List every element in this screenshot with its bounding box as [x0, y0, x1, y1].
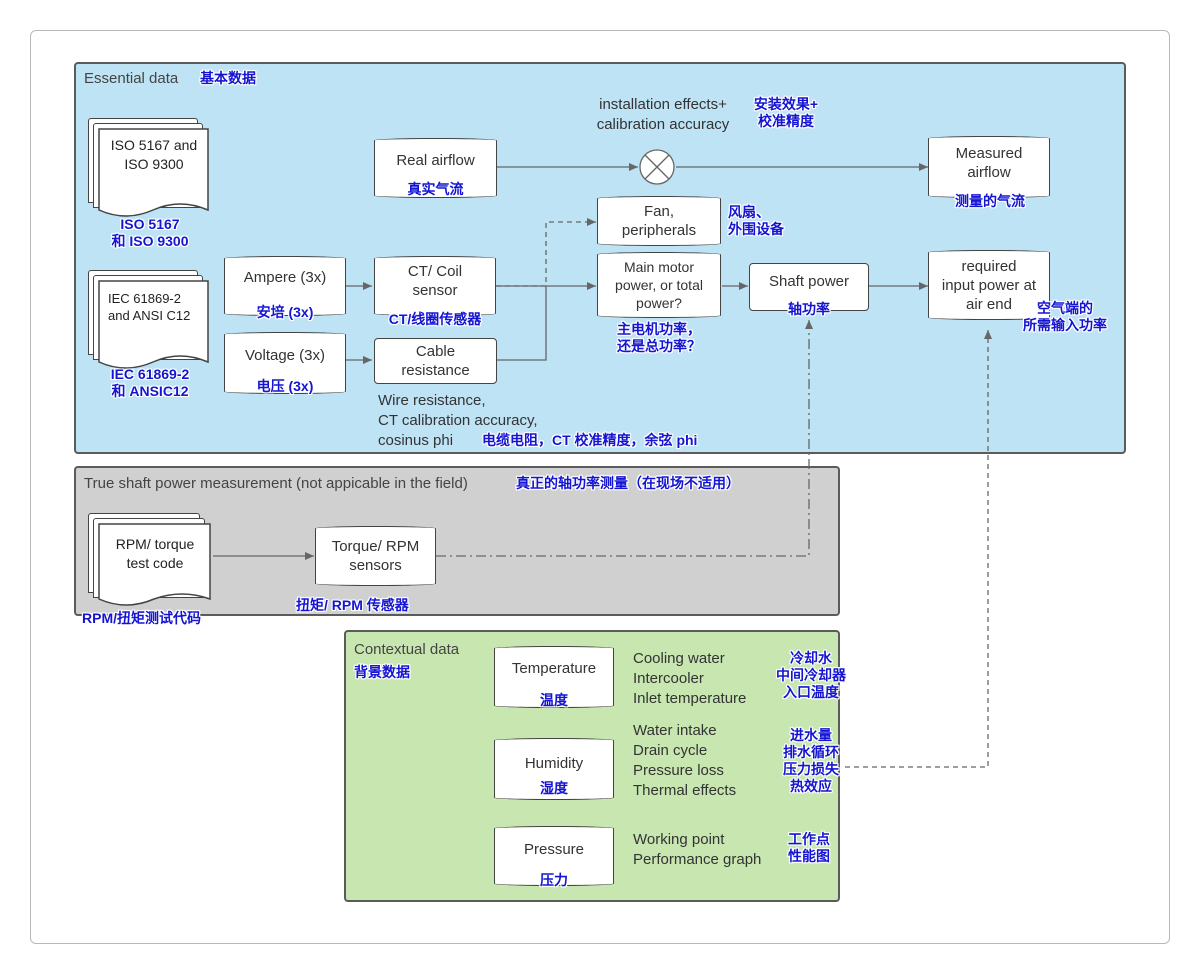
installation-note-cn: 安装效果+ 校准精度 — [753, 96, 819, 129]
temperature-cn: 温度 — [540, 692, 568, 708]
humidity-node: Humidity — [494, 738, 614, 800]
essential-title: Essential data — [84, 70, 179, 87]
temperature-items: Cooling water Intercooler Inlet temperat… — [633, 650, 747, 707]
context-panel-title-cn: 背景数据 — [354, 664, 410, 680]
shaft-power-node: Shaft power — [749, 263, 869, 311]
ampere-node: Ampere (3x) — [224, 256, 346, 316]
measured-airflow-cn: 测量的气流 — [955, 193, 1025, 209]
measured-airflow-node: Measured airflow — [928, 136, 1050, 198]
main-motor-cn: 主电机功率， 还是总功率？ — [617, 321, 701, 354]
iso-document-cn: ISO 5167 和 ISO 9300 — [111, 216, 189, 249]
torque-rpm-sensors-node: Torque/ RPM sensors — [315, 526, 436, 586]
fan-peripherals-cn: 风扇、 外围设备 — [728, 204, 784, 237]
pressure-items: Working point Performance graph — [633, 831, 762, 868]
iso-document-text: ISO 5167 and ISO 9300 — [110, 137, 198, 172]
required-input-power-node: required input power at air end — [928, 250, 1050, 320]
temperature-items-cn: 冷却水 中间冷却器 入口温度 — [776, 650, 846, 700]
rpm-document-cn: RPM/扭矩测试代码 — [82, 610, 201, 626]
cable-resistance-node: Cable resistance — [374, 338, 497, 384]
rpm-document-text: RPM/ torque test code — [115, 536, 195, 571]
cable-note-cn: 电缆电阻，CT 校准精度，余弦 phi — [482, 432, 698, 448]
real-airflow-cn: 真实气流 — [407, 181, 464, 197]
shaft-power-cn: 轴功率 — [788, 301, 830, 317]
humidity-items-cn: 进水量 排水循环 压力损失 热效应 — [783, 727, 839, 794]
torque-rpm-sensors-cn: 扭矩/ RPM 传感器 — [296, 597, 409, 613]
shaft-panel-title: True shaft power measurement (not appica… — [84, 475, 468, 492]
voltage-cn: 电压 (3x) — [256, 378, 314, 394]
ct-coil-sensor-cn: CT/线圈传感器 — [388, 311, 482, 327]
main-motor-node: Main motor power, or total power? — [597, 252, 721, 318]
voltage-node: Voltage (3x) — [224, 332, 346, 394]
real-airflow-node: Real airflow — [374, 138, 497, 198]
pressure-node: Pressure — [494, 826, 614, 886]
humidity-items: Water intake Drain cycle Pressure loss T… — [633, 722, 737, 799]
required-input-power-cn: 空气端的 所需输入功率 — [1023, 300, 1107, 333]
essential-title-cn: 基本数据 — [200, 70, 256, 86]
iec-document-text: IEC 61869-2 and ANSI C12 — [108, 291, 191, 323]
shaft-panel-title-cn: 真正的轴功率测量（在现场不适用） — [516, 475, 740, 491]
pressure-cn: 压力 — [540, 872, 568, 888]
cable-note: Wire resistance, CT calibration accuracy… — [378, 392, 538, 449]
temperature-node: Temperature — [494, 646, 614, 708]
iec-document-cn: IEC 61869-2 和 ANSIC12 — [110, 366, 190, 399]
ct-coil-sensor-node: CT/ Coil sensor — [374, 256, 496, 316]
ampere-cn: 安培 (3x) — [256, 304, 314, 320]
fan-peripherals-node: Fan, peripherals — [597, 196, 721, 246]
pressure-items-cn: 工作点 性能图 — [788, 831, 830, 864]
installation-note: installation effects+ calibration accura… — [596, 96, 730, 133]
humidity-cn: 湿度 — [540, 780, 568, 796]
context-panel-title: Contextual data — [354, 641, 460, 658]
